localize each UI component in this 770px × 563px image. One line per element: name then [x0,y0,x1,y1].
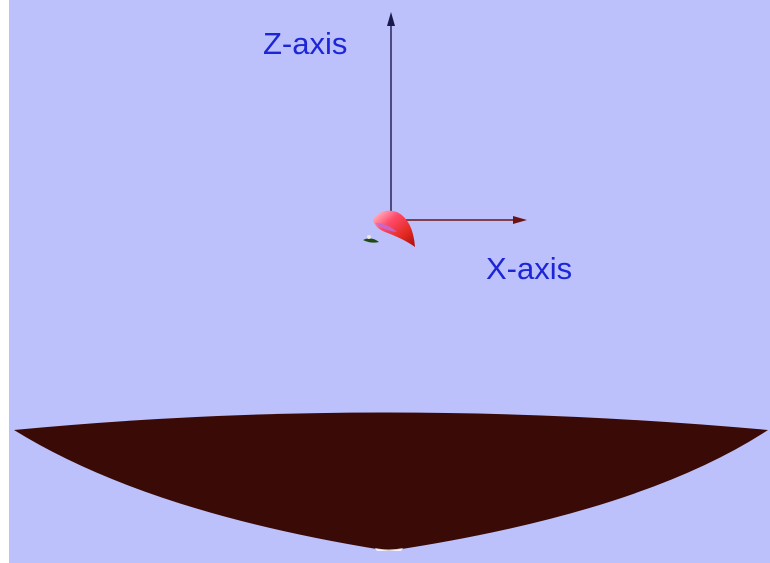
central-object [373,210,415,247]
scene-canvas: Z-axis X-axis [9,0,770,563]
x-axis-label: X-axis [486,251,573,286]
dish-surface [14,412,768,551]
dish-highlight [375,548,403,551]
x-axis-arrowhead-icon [513,216,527,224]
z-axis-label: Z-axis [263,26,348,61]
central-object-accent [375,223,397,232]
small-object [363,238,379,243]
small-object-highlight [367,235,371,239]
scene-svg [9,0,770,563]
z-axis-arrowhead-icon [387,12,395,26]
